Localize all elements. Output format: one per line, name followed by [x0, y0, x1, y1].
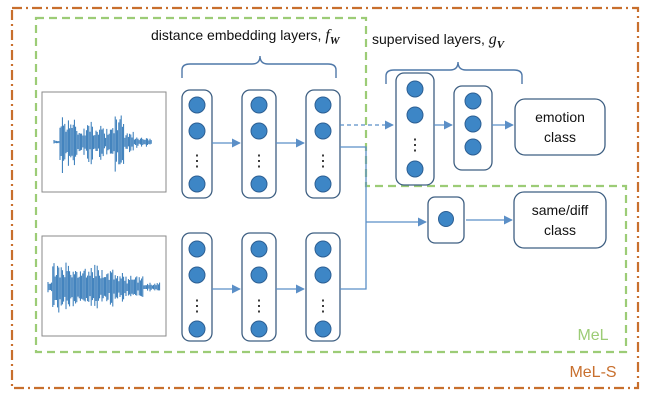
samediff-class-line1: same/diff [532, 202, 589, 218]
waveform-image-bottom [41, 235, 167, 337]
neuron-node [188, 240, 206, 258]
neuron-node [406, 80, 424, 98]
mel-s-label: MeL-S [569, 364, 616, 381]
neuron-node [314, 240, 332, 258]
neuron-node [314, 96, 332, 114]
mel-s-boundary [10, 6, 640, 390]
similarity-node-box [427, 196, 465, 244]
embedding-layer-bottom-2: ⋮ [241, 232, 277, 342]
neuron-node [464, 92, 482, 110]
ellipsis-glyph: ⋮ [407, 137, 423, 154]
neuron-node [188, 122, 206, 140]
ellipsis-glyph: ⋮ [189, 298, 205, 315]
merge-line-bottom [340, 222, 367, 290]
mel-label: MeL [577, 327, 608, 344]
neuron-node [188, 175, 206, 193]
neuron-node [250, 175, 268, 193]
ellipsis-glyph: ⋮ [315, 153, 331, 170]
ellipsis-glyph: ⋮ [189, 153, 205, 170]
supervised-layer-2 [453, 85, 493, 171]
emotion-class-line1: emotion [535, 109, 585, 125]
neuron-node [314, 175, 332, 193]
neuron-node [250, 122, 268, 140]
neuron-node [250, 240, 268, 258]
neuron-node [250, 266, 268, 284]
supervised-layer-1: ⋮ [395, 72, 435, 186]
neuron-node [314, 320, 332, 338]
neuron-node [464, 115, 482, 133]
emotion-class-line2: class [544, 129, 576, 145]
waveform-image-top [41, 91, 167, 193]
neuron-node [250, 96, 268, 114]
embedding-layer-top-2: ⋮ [241, 89, 277, 199]
embedding-layer-top-3: ⋮ [305, 89, 341, 199]
neuron-node [188, 96, 206, 114]
distance-embedding-brace [181, 55, 337, 78]
embedding-layer-bottom-3: ⋮ [305, 232, 341, 342]
neuron-node [314, 266, 332, 284]
ellipsis-glyph: ⋮ [315, 298, 331, 315]
merge-line-top [340, 146, 367, 222]
neuron-node [406, 160, 424, 178]
neuron-node [250, 320, 268, 338]
ellipsis-glyph: ⋮ [251, 298, 267, 315]
embedding-layer-top-1: ⋮ [181, 89, 213, 199]
samediff-class-box: same/diff class [513, 191, 607, 249]
supervised-brace [385, 61, 523, 84]
neuron-node [314, 122, 332, 140]
similarity-node [438, 211, 454, 227]
neuron-node [406, 106, 424, 124]
neuron-node [464, 138, 482, 156]
embedding-layer-bottom-1: ⋮ [181, 232, 213, 342]
supervised-title: supervised layers, gV [372, 31, 506, 51]
neuron-node [188, 320, 206, 338]
mel-boundary [34, 16, 628, 354]
emotion-class-box: emotion class [514, 98, 606, 156]
ellipsis-glyph: ⋮ [251, 153, 267, 170]
samediff-class-line2: class [544, 222, 576, 238]
distance-embedding-title: distance embedding layers, fW [151, 27, 341, 47]
neuron-node [188, 266, 206, 284]
